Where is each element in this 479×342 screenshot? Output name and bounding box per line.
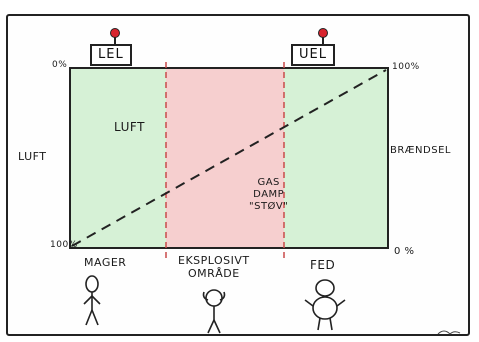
lel-pin-stem — [114, 34, 116, 46]
artist-scribble — [437, 330, 461, 335]
left-bottom-tick: 100% — [50, 240, 78, 250]
label-fed: FED — [310, 258, 336, 272]
gas-line-1: GAS — [257, 177, 280, 188]
zone-label-gas: GAS DAMP "STØV" — [249, 177, 288, 213]
uel-sign: UEL — [291, 44, 335, 66]
lel-sign: LEL — [90, 44, 132, 66]
figure-mager — [83, 275, 101, 326]
zone-label-luft: LUFT — [114, 120, 145, 134]
mixture-diagonal — [71, 69, 387, 247]
figure-fed — [304, 279, 346, 331]
right-bottom-tick: 0 % — [394, 246, 415, 257]
lean-zone — [70, 68, 166, 248]
left-top-tick: 0% — [52, 60, 68, 70]
rich-zone — [284, 68, 388, 248]
right-top-tick: 100% — [392, 62, 420, 72]
lel-pin-icon — [110, 28, 120, 38]
uel-pin-stem — [322, 34, 324, 46]
eksplosivt-line-1: EKSPLOSIVT — [178, 254, 250, 267]
gas-line-3: "STØV" — [249, 201, 289, 212]
right-axis-label: BRÆNDSEL — [390, 145, 451, 156]
left-axis-label: LUFT — [18, 150, 47, 163]
explosive-zone — [166, 68, 284, 248]
figure-explosive — [202, 289, 226, 334]
label-mager: MAGER — [84, 256, 127, 269]
uel-pin-icon — [318, 28, 328, 38]
chart-outline — [69, 67, 389, 249]
gas-line-2: DAMP — [253, 189, 285, 200]
eksplosivt-line-2: OMRÅDE — [187, 267, 240, 280]
label-eksplosivt: EKSPLOSIVT OMRÅDE — [178, 254, 250, 280]
